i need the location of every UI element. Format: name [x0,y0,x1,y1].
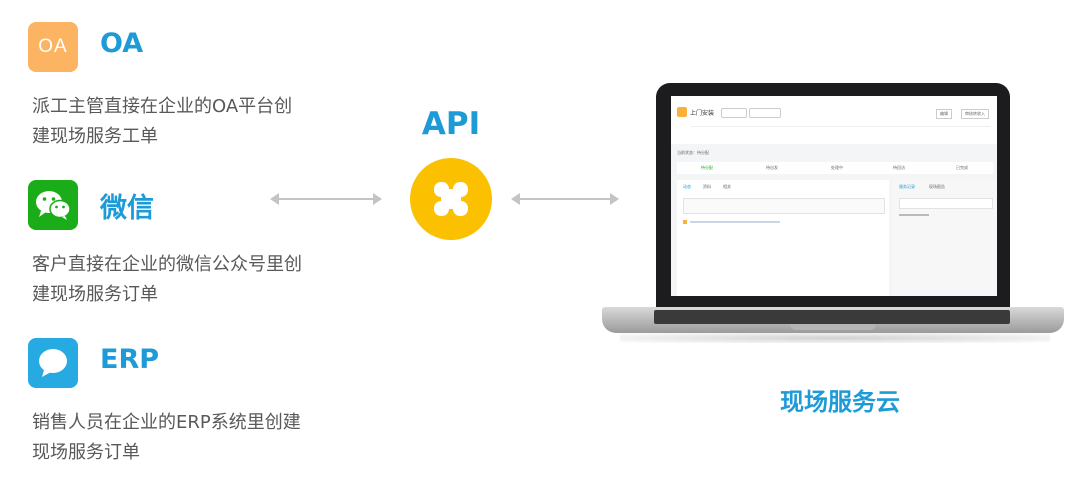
arrow-sources-api [270,193,382,205]
target-label: 现场服务云 [780,388,900,416]
side-record-line [899,214,929,216]
laptop-shadow [620,333,1050,343]
step-1: 待分配 [701,165,713,170]
activity-icon [683,220,687,224]
tab-dynamic[interactable]: 动态 [683,184,691,189]
laptop-hinge [654,310,1010,324]
arrow-api-cloud [511,193,619,205]
step-3: 处理中 [831,165,843,170]
clover-icon [410,158,492,240]
laptop-display: 上门安装 编辑 审核转收入 当前状态：待分配 待分配 待出发 处理中 待回访 已… [671,96,997,296]
laptop-notch [790,324,876,330]
audit-button[interactable]: 审核转收入 [961,109,989,119]
activity-line [690,221,780,223]
side-tab-records[interactable]: 服务记录 [899,184,915,189]
source-desc-wechat: 客户直接在企业的微信公众号里创建现场服务订单 [32,254,302,305]
side-search-input[interactable] [899,198,993,209]
side-tab-report[interactable]: 现场报告 [929,184,945,189]
source-title-oa: OA [100,28,144,59]
oa-badge-icon: OA [28,22,78,72]
step-4: 待回访 [893,165,905,170]
source-title-erp: ERP [100,344,160,375]
step-bar [677,162,993,174]
api-label: API [421,106,481,142]
source-desc-oa: 派工主管直接在企业的OA平台创建现场服务工单 [32,96,293,147]
app-icon [677,107,687,117]
header-chip-1[interactable] [721,108,747,118]
step-5: 已完成 [956,165,968,170]
status-label: 当前状态：待分配 [677,150,709,155]
source-desc-erp: 销售人员在企业的ERP系统里创建现场服务订单 [32,412,301,463]
header-chip-2[interactable] [749,108,781,118]
comment-input[interactable] [683,198,885,214]
chat-bubble-icon [28,338,78,388]
header-fields-line [691,126,991,127]
step-2: 待出发 [766,165,778,170]
source-title-wechat: 微信 [100,193,154,224]
screen-title: 上门安装 [690,110,715,117]
edit-button[interactable]: 编辑 [936,109,952,119]
tab-related[interactable]: 相关 [723,184,731,189]
wechat-icon [28,180,78,230]
tab-info[interactable]: 资料 [703,184,711,189]
